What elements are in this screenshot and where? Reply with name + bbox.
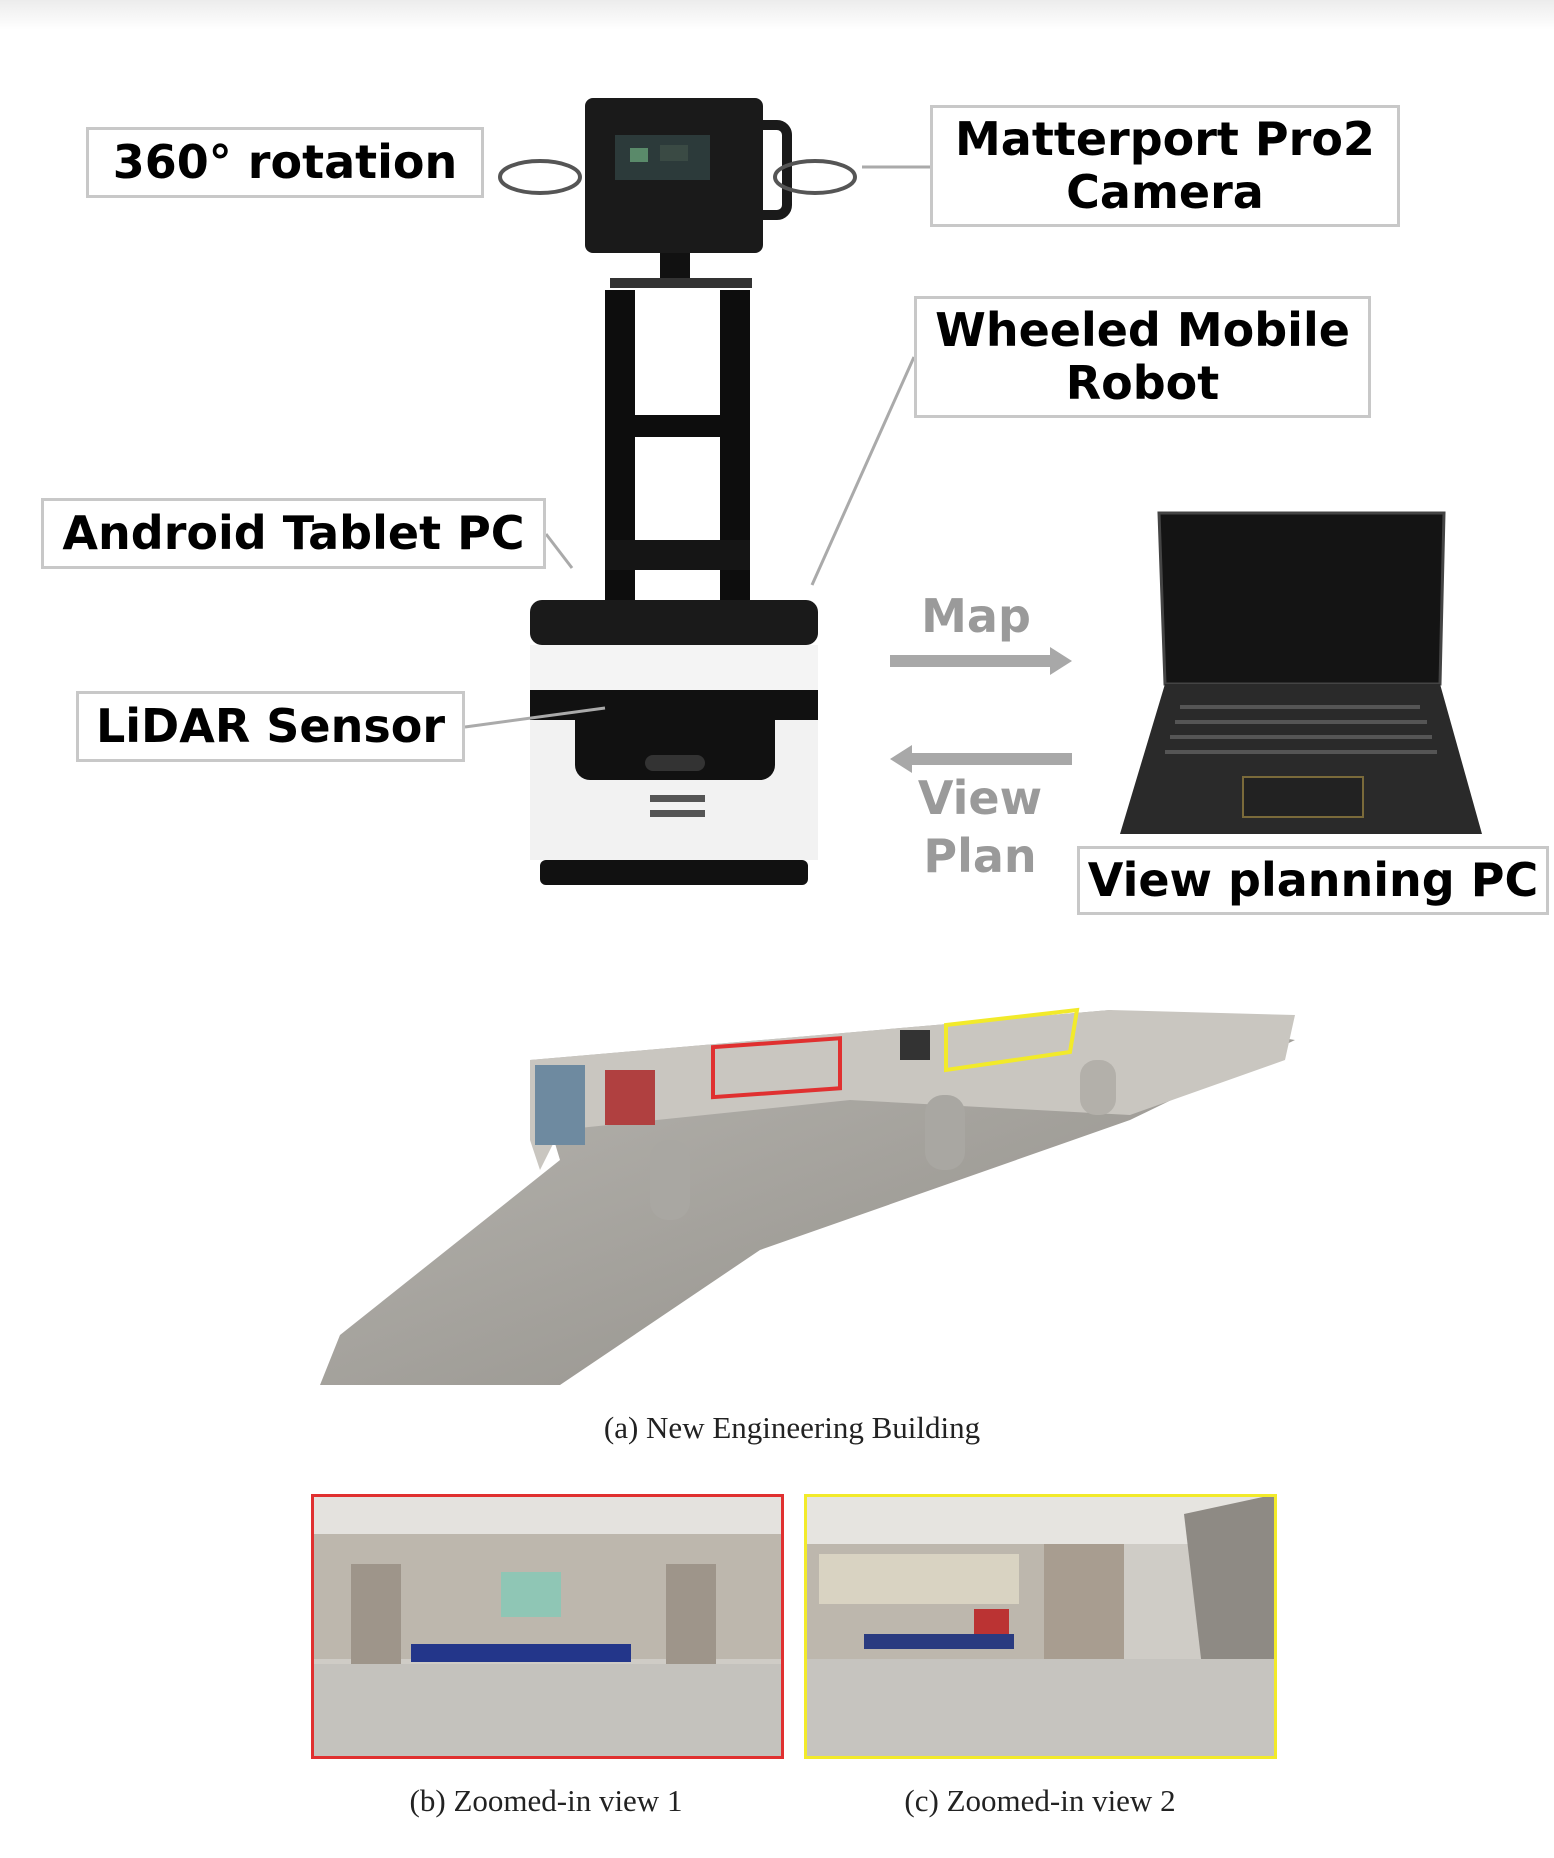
- label-text: View: [917, 771, 1043, 825]
- label-lidar-sensor: LiDAR Sensor: [76, 691, 465, 762]
- label-text: Matterport Pro2: [955, 112, 1375, 167]
- label-text: View planning PC: [1087, 853, 1539, 908]
- label-360-rotation: 360° rotation: [86, 127, 484, 198]
- label-text: Robot: [1065, 356, 1220, 410]
- label-view-planning-pc: View planning PC: [1077, 846, 1549, 915]
- zoomed-view-1: [311, 1494, 784, 1759]
- label-text: 360° rotation: [112, 135, 458, 190]
- top-shade: [0, 0, 1554, 30]
- robot-illustration: [464, 98, 1482, 885]
- zoomed-view-2: [804, 1494, 1277, 1759]
- caption-b: (b) Zoomed-in view 1: [409, 1783, 683, 1818]
- label-text: Plan: [923, 828, 1037, 883]
- building-3d-map: [320, 1007, 1295, 1385]
- view-plan-arrow: [890, 745, 1072, 773]
- caption-c: (c) Zoomed-in view 2: [904, 1783, 1176, 1818]
- caption-a: (a) New Engineering Building: [603, 1410, 981, 1445]
- label-text: Wheeled Mobile: [935, 303, 1350, 358]
- label-text: Android Tablet PC: [62, 506, 525, 561]
- map-arrow: [890, 647, 1072, 675]
- highlight-region-1: [711, 1036, 842, 1100]
- label-text: LiDAR Sensor: [95, 699, 446, 754]
- highlight-region-2: [944, 1007, 1080, 1073]
- label-android-tablet: Android Tablet PC: [41, 498, 546, 569]
- map-label: Map: [921, 589, 1031, 643]
- label-text: Camera: [1066, 165, 1264, 219]
